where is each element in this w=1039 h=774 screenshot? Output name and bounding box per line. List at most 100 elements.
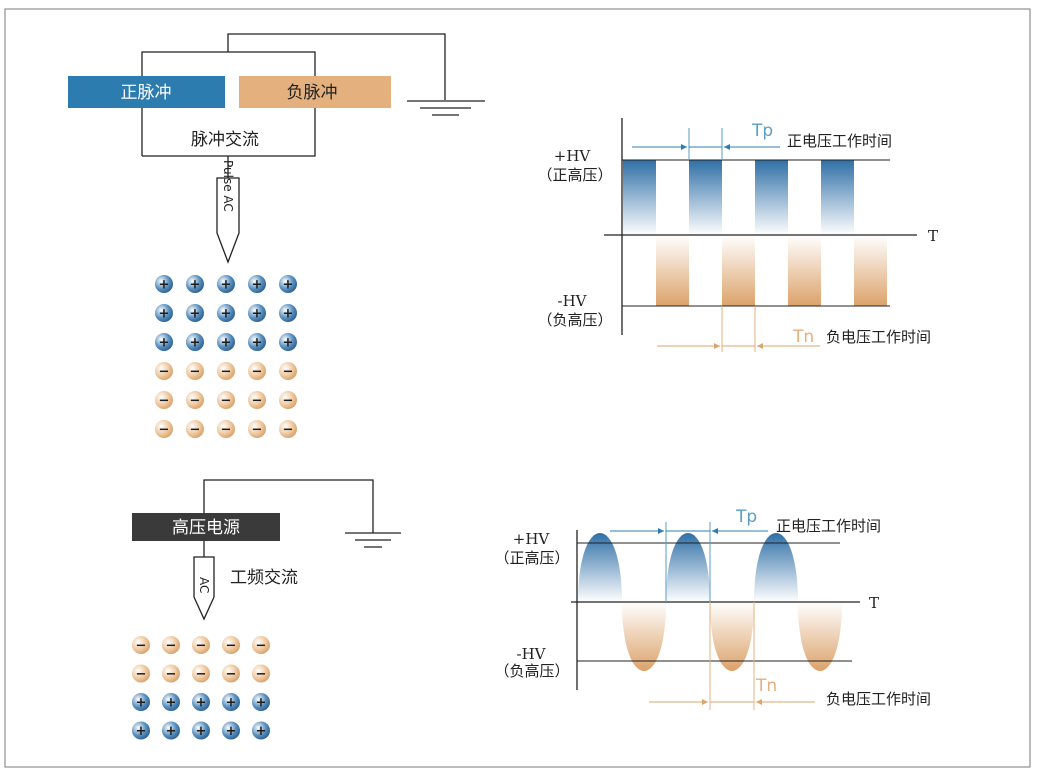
plus-sign: +: [166, 696, 177, 711]
positive-ion-icon: [279, 333, 297, 351]
negative-ion-icon: [222, 636, 240, 654]
minus-sign: −: [221, 394, 232, 409]
plus-sign: +: [221, 278, 232, 293]
minus-sign: −: [159, 423, 170, 438]
pulse-negative: [854, 235, 887, 306]
negative-ion-icon: [132, 664, 150, 683]
minus-sign: −: [166, 667, 177, 682]
pulse-positive: [623, 160, 656, 235]
positive-ion-icon: [186, 304, 204, 322]
negative-ion-icon: [155, 420, 173, 438]
plus-sign: +: [166, 724, 177, 739]
plus-sign: +: [256, 696, 267, 711]
negative-ion-icon: [186, 362, 204, 380]
negative-ion-icon: [217, 420, 235, 438]
minus-sign: −: [190, 423, 201, 438]
plus-sign: +: [136, 696, 147, 711]
positive-ion-icon: [132, 721, 150, 740]
positive-ion-icon: [252, 721, 270, 740]
negative-ion-icon: [217, 391, 235, 409]
plus-sign: +: [226, 724, 237, 739]
minus-sign: −: [283, 365, 294, 380]
minus-sign: −: [283, 394, 294, 409]
negative-ion-icon: [279, 420, 297, 438]
pulse-negative: [722, 235, 755, 306]
negative-ion-icon: [252, 636, 270, 654]
wave-positive: [754, 533, 798, 602]
plus-sign: +: [252, 278, 263, 293]
tp-label: Tp: [735, 507, 757, 527]
ac-waveform-chart: Tp 正电压工作时间 Tn 负电压工作时间 +HV （正高压） -HV （负高压…: [494, 507, 931, 710]
negative-ion-icon: [222, 664, 240, 683]
t-axis-label: T: [869, 594, 879, 612]
positive-ion-icon: [186, 333, 204, 351]
wave-negative: [710, 602, 754, 671]
minus-sign: −: [159, 365, 170, 380]
tn-label: Tn: [792, 327, 814, 347]
negative-ion-icon: [217, 362, 235, 380]
pulse-negative: [788, 235, 821, 306]
hv-pos-label: +HV: [513, 530, 551, 548]
pulse-positive: [755, 160, 788, 235]
positive-ion-icon: [217, 304, 235, 322]
hv-neg-label: -HV: [517, 645, 547, 663]
positive-ion-icon: [162, 693, 180, 711]
plus-sign: +: [221, 336, 232, 351]
positive-time-label: 正电压工作时间: [787, 132, 892, 150]
negative-ion-icon: [162, 636, 180, 654]
minus-sign: −: [256, 667, 267, 682]
negative-ion-icon: [248, 362, 266, 380]
tn-label: Tn: [755, 676, 777, 696]
tp-label: Tp: [751, 121, 773, 141]
plus-sign: +: [283, 307, 294, 322]
ion-grid-top: +++++++++++++++−−−−−−−−−−−−−−−: [155, 275, 297, 438]
positive-ion-icon: [217, 333, 235, 351]
positive-ion-icon: [155, 333, 173, 351]
positive-ion-icon: [279, 275, 297, 293]
minus-sign: −: [166, 639, 177, 654]
pulse-negative: [656, 235, 689, 306]
positive-ion-icon: [132, 693, 150, 711]
minus-sign: −: [221, 365, 232, 380]
plus-sign: +: [256, 724, 267, 739]
minus-sign: −: [196, 667, 207, 682]
hv-pos-cn-label: （正高压）: [537, 166, 612, 184]
plus-sign: +: [221, 307, 232, 322]
negative-ion-icon: [186, 420, 204, 438]
minus-sign: −: [252, 365, 263, 380]
minus-sign: −: [190, 394, 201, 409]
plus-sign: +: [283, 336, 294, 351]
pulse-ac-probe: [216, 177, 240, 264]
minus-sign: −: [252, 394, 263, 409]
minus-sign: −: [221, 423, 232, 438]
positive-ion-icon: [217, 275, 235, 293]
negative-ion-icon: [192, 664, 210, 683]
plus-sign: +: [283, 278, 294, 293]
ground-icon: [345, 532, 401, 548]
freq-ac-label: 工频交流: [230, 568, 298, 588]
negative-ion-icon: [279, 391, 297, 409]
hv-neg-cn-label: （负高压）: [537, 311, 612, 329]
minus-sign: −: [190, 365, 201, 380]
positive-ion-icon: [248, 275, 266, 293]
ground-icon: [407, 100, 485, 116]
pulse-waveform-chart: Tp 正电压工作时间 Tn 负电压工作时间 +HV （正高压） -HV （负高压…: [537, 118, 938, 352]
minus-sign: −: [196, 639, 207, 654]
minus-sign: −: [136, 667, 147, 682]
plus-sign: +: [196, 724, 207, 739]
hv-source-label: 高压电源: [172, 518, 240, 538]
plus-sign: +: [159, 336, 170, 351]
minus-sign: −: [226, 667, 237, 682]
plus-sign: +: [196, 696, 207, 711]
pulse-positive: [821, 160, 854, 235]
positive-pulse-label: 正脉冲: [121, 83, 172, 103]
minus-sign: −: [136, 639, 147, 654]
negative-ion-icon: [186, 391, 204, 409]
positive-ion-icon: [192, 721, 210, 740]
positive-time-label: 正电压工作时间: [776, 517, 881, 535]
positive-pulse-box: [68, 76, 225, 108]
hv-source-box: [132, 513, 280, 541]
negative-ion-icon: [132, 636, 150, 654]
ac-circuit: [203, 479, 374, 557]
plus-sign: +: [159, 278, 170, 293]
